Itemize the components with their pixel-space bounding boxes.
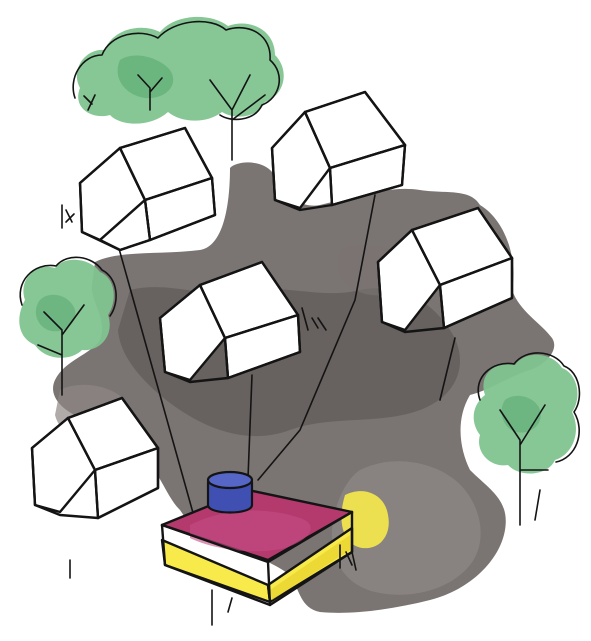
water-tank-icon (208, 472, 252, 513)
